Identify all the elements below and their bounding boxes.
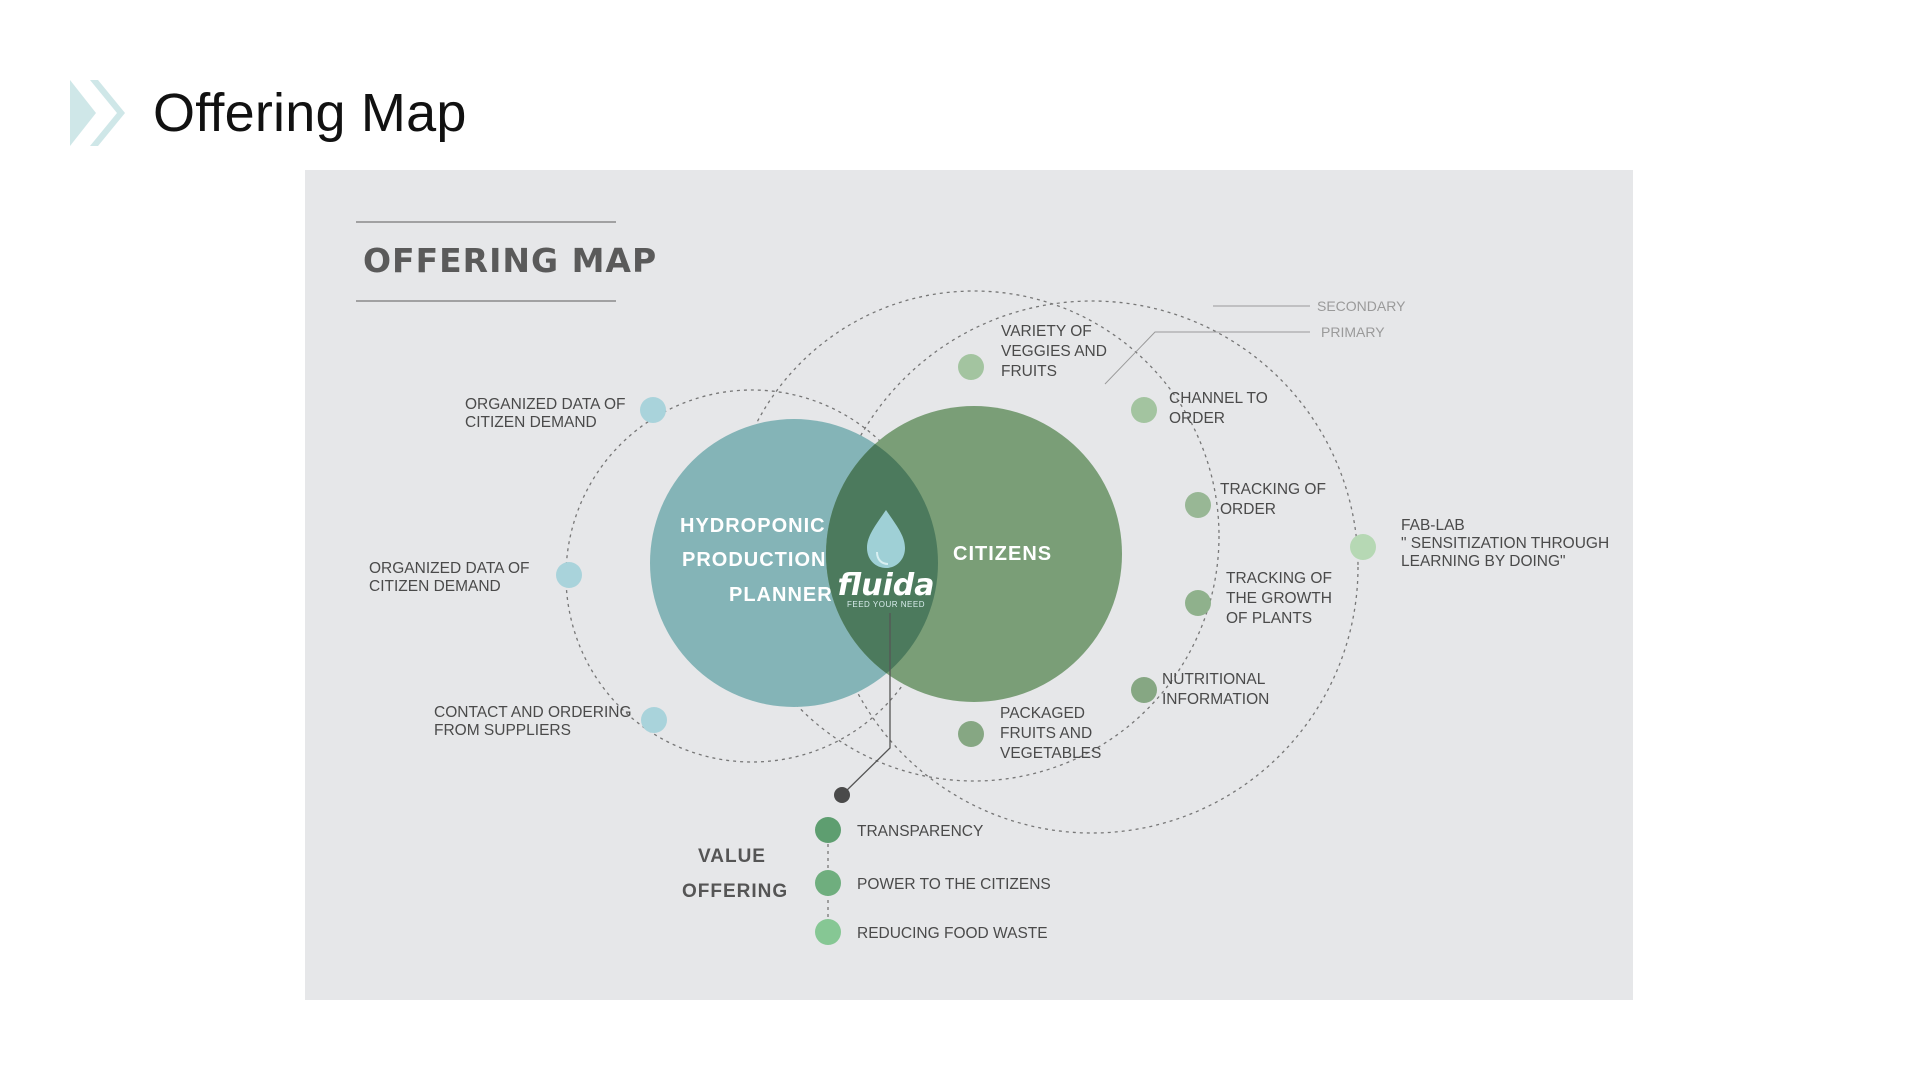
right-item-dot-2 bbox=[1131, 397, 1157, 423]
left-item-2-line-2: CITIZEN DEMAND bbox=[369, 578, 501, 595]
right-item-5-line-2: INFORMATION bbox=[1162, 691, 1269, 708]
right-item-6-line-3: VEGETABLES bbox=[1000, 745, 1101, 762]
right-item-dot-1 bbox=[958, 354, 984, 380]
value-item-3: REDUCING FOOD WASTE bbox=[857, 925, 1048, 942]
right-item-dot-3 bbox=[1185, 492, 1211, 518]
right-item-1-line-2: VEGGIES AND bbox=[1001, 343, 1107, 360]
value-item-1: TRANSPARENCY bbox=[857, 823, 983, 840]
right-item-3-line-2: ORDER bbox=[1220, 501, 1276, 518]
slide-title: Offering Map bbox=[153, 83, 467, 143]
right-item-6-line-2: FRUITS AND bbox=[1000, 725, 1092, 742]
hydroponic-label-2: PRODUCTION bbox=[682, 549, 826, 571]
left-item-1-line-2: CITIZEN DEMAND bbox=[465, 414, 597, 431]
left-item-dot-3 bbox=[641, 707, 667, 733]
right-item-1-line-3: FRUITS bbox=[1001, 363, 1057, 380]
offering-map-diagram: OFFERING MAP SECONDARY PRIMARY HYDROPONI… bbox=[356, 221, 1609, 945]
right-item-2-line-2: ORDER bbox=[1169, 410, 1225, 427]
left-item-3-line-2: FROM SUPPLIERS bbox=[434, 722, 571, 739]
left-item-3-line-1: CONTACT AND ORDERING bbox=[434, 704, 632, 721]
secondary-item-dot bbox=[1350, 534, 1376, 560]
secondary-item-line-1: FAB-LAB bbox=[1401, 517, 1465, 534]
right-item-2-line-1: CHANNEL TO bbox=[1169, 390, 1268, 407]
value-dot-2 bbox=[815, 870, 841, 896]
secondary-item-line-3: LEARNING BY DOING" bbox=[1401, 553, 1566, 570]
value-offering-label-2: OFFERING bbox=[682, 881, 788, 902]
legend-primary: PRIMARY bbox=[1321, 324, 1385, 340]
value-offering-label-1: VALUE bbox=[698, 846, 766, 867]
legend-secondary: SECONDARY bbox=[1317, 298, 1406, 314]
right-item-1-line-1: VARIETY OF bbox=[1001, 323, 1092, 340]
left-item-dot-2 bbox=[556, 562, 582, 588]
right-item-5-line-1: NUTRITIONAL bbox=[1162, 671, 1266, 688]
secondary-item-line-2: " SENSITIZATION THROUGH bbox=[1401, 535, 1609, 552]
right-item-dot-6 bbox=[958, 721, 984, 747]
overlap-region bbox=[826, 419, 938, 702]
value-connector-line bbox=[841, 613, 891, 796]
right-item-dot-5 bbox=[1131, 677, 1157, 703]
value-dot-3 bbox=[815, 919, 841, 945]
right-item-dot-4 bbox=[1185, 590, 1211, 616]
right-item-4-line-1: TRACKING OF bbox=[1226, 570, 1332, 587]
slide-header bbox=[70, 78, 132, 148]
right-item-3-line-1: TRACKING OF bbox=[1220, 481, 1326, 498]
hydroponic-label-1: HYDROPONIC bbox=[680, 515, 826, 537]
fluida-logo: fluida FEED YOUR NEED bbox=[838, 510, 935, 609]
right-item-6-line-1: PACKAGED bbox=[1000, 705, 1085, 722]
right-item-4-line-3: OF PLANTS bbox=[1226, 610, 1312, 627]
left-item-2-line-1: ORGANIZED DATA OF bbox=[369, 560, 529, 577]
logo-name: fluida bbox=[838, 568, 935, 603]
left-item-dot-1 bbox=[640, 397, 666, 423]
value-item-2: POWER TO THE CITIZENS bbox=[857, 876, 1051, 893]
primary-leader-line bbox=[1104, 331, 1310, 385]
diagram-heading: OFFERING MAP bbox=[363, 241, 657, 280]
primary-orbit-ring bbox=[728, 290, 1220, 782]
left-item-1-line-1: ORGANIZED DATA OF bbox=[465, 396, 625, 413]
value-connector-node bbox=[834, 787, 850, 803]
right-item-4-line-2: THE GROWTH bbox=[1226, 590, 1332, 607]
logo-tagline: FEED YOUR NEED bbox=[847, 600, 925, 609]
offering-map-panel: OFFERING MAP SECONDARY PRIMARY HYDROPONI… bbox=[305, 170, 1633, 1000]
value-dot-1 bbox=[815, 817, 841, 843]
double-chevron-icon bbox=[70, 80, 125, 146]
citizens-label: CITIZENS bbox=[953, 543, 1052, 565]
hydroponic-label-3: PLANNER bbox=[729, 584, 833, 606]
